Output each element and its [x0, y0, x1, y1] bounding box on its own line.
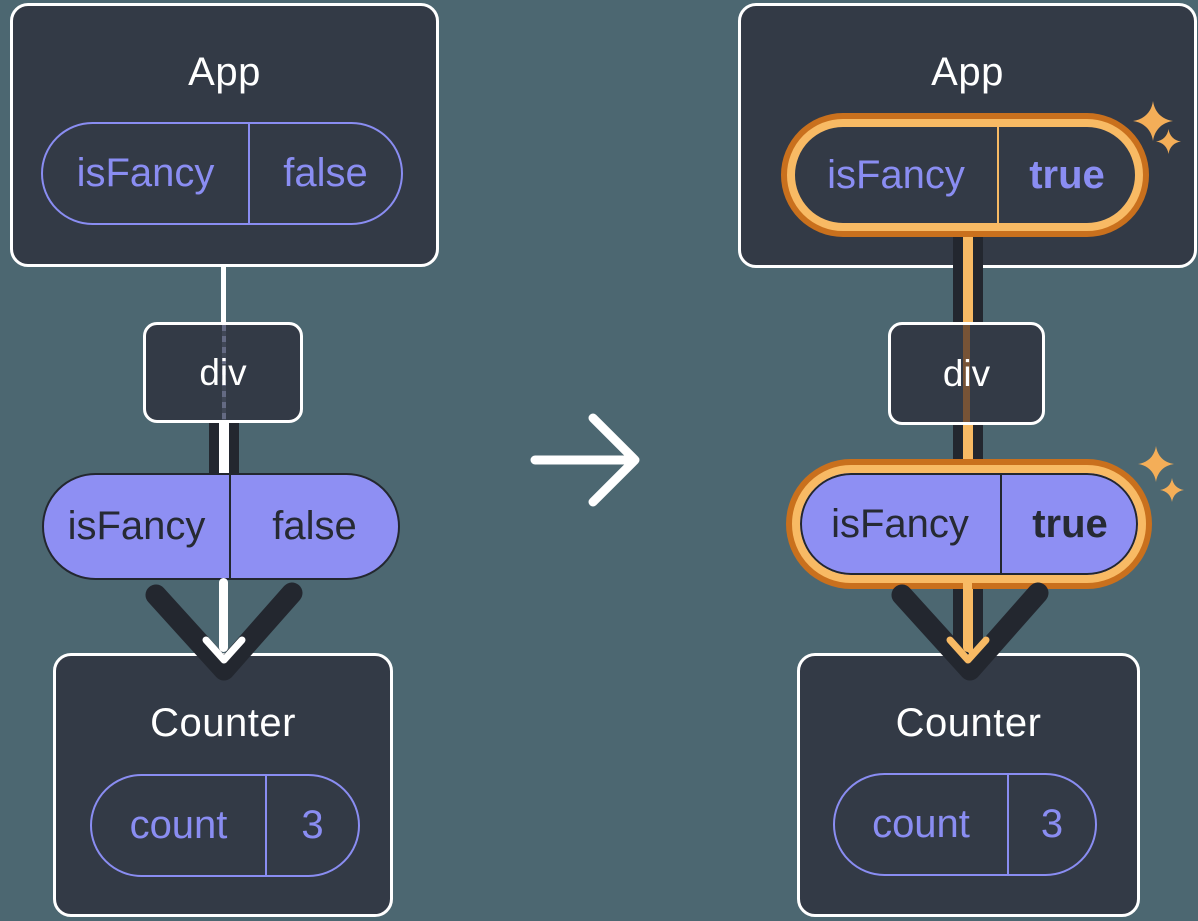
state-value: true — [997, 127, 1135, 223]
prop-value: true — [1000, 473, 1138, 575]
prop-name: isFancy — [831, 501, 969, 546]
count-name: count — [129, 803, 228, 847]
counter-title: Counter — [150, 701, 296, 745]
connector-app-div — [221, 265, 226, 324]
sparkle-icon — [1133, 101, 1173, 141]
div-node-box: div — [888, 322, 1045, 425]
flow-chevron-icon — [891, 582, 1049, 681]
arrow-head-icon — [946, 636, 990, 664]
connector-div-prop-core — [219, 423, 229, 475]
prop-name: isFancy — [67, 504, 206, 548]
count-value: 3 — [265, 776, 358, 875]
count-name: count — [872, 802, 970, 846]
state-name: isFancy — [76, 151, 215, 195]
div-label: div — [199, 351, 247, 393]
state-name: isFancy — [827, 152, 965, 197]
prop-passthrough-line — [963, 325, 970, 422]
state-value: false — [248, 124, 401, 223]
passed-prop-pill: isFancy false — [42, 473, 400, 580]
arrow-right-icon — [530, 413, 640, 507]
count-value: 3 — [1007, 775, 1095, 874]
app-state-pill-highlighted: isFancy true — [787, 119, 1143, 231]
sparkle-icon — [1138, 446, 1174, 482]
arrow-shaft — [963, 578, 972, 652]
arrow-shaft — [219, 578, 228, 652]
app-title: App — [188, 50, 261, 94]
div-node-box: div — [143, 322, 303, 423]
app-state-pill: isFancy false — [41, 122, 403, 225]
counter-state-pill: count 3 — [833, 773, 1097, 876]
flow-chevron-icon — [145, 582, 303, 681]
sparkle-icon — [1160, 478, 1184, 502]
div-label: div — [942, 352, 991, 394]
connector-app-div-core — [963, 231, 973, 324]
prop-value: false — [229, 475, 398, 578]
sparkle-icon — [1156, 129, 1181, 154]
prop-passthrough-line — [222, 325, 226, 420]
counter-state-pill: count 3 — [90, 774, 360, 877]
app-title: App — [931, 50, 1004, 94]
arrow-head-icon — [202, 636, 246, 664]
counter-title: Counter — [895, 701, 1042, 745]
passed-prop-pill-highlighted: isFancy true — [792, 465, 1146, 583]
